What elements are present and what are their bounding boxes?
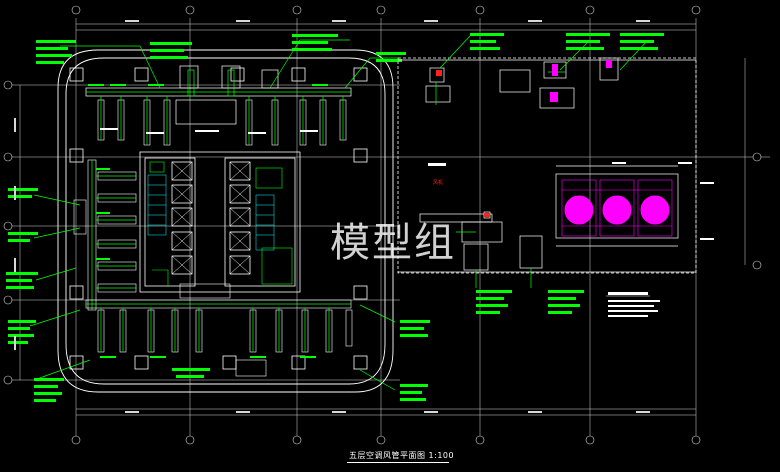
bottom-duct-green	[86, 303, 396, 391]
top-duct-system	[85, 65, 352, 146]
fan-unit	[428, 163, 446, 166]
stairs	[147, 174, 275, 251]
cooling-tower-fan-2	[602, 195, 632, 225]
dimension-ticks	[76, 29, 696, 410]
building-outline	[57, 49, 394, 393]
podium-top-green	[435, 35, 649, 105]
podium-mid-callouts	[476, 290, 584, 314]
left-duct-green	[29, 160, 136, 381]
top-labels-white	[100, 128, 318, 134]
podium-outline	[397, 57, 697, 274]
grid-bubbles	[3, 5, 762, 445]
cooling-tower-fan-3	[640, 195, 670, 225]
drawing-scale: 1:100	[428, 451, 455, 460]
left-callouts	[6, 168, 110, 402]
dimension-texts	[14, 20, 650, 413]
cooling-tower-notes	[606, 292, 660, 317]
bottom-duct-system	[85, 283, 353, 377]
title-underline	[347, 462, 449, 463]
bottom-callouts	[100, 320, 430, 401]
cooling-tower-fans	[564, 195, 670, 225]
cooling-tower-frame	[555, 165, 679, 247]
cooling-tower-grid	[561, 179, 673, 237]
cooling-tower-fan-1	[564, 195, 594, 225]
podium-top-magenta	[550, 60, 612, 102]
top-callouts	[36, 34, 406, 86]
structural-columns	[69, 67, 368, 370]
podium-top-callouts	[470, 33, 664, 50]
drawing-title-text: 五层空调风管平面图	[349, 451, 426, 460]
podium-mid-red	[484, 213, 490, 217]
building-core	[139, 151, 301, 293]
watermark: 模型组	[330, 220, 456, 266]
cooling-tower-dims	[612, 162, 714, 240]
podium-top-ducts	[425, 57, 619, 109]
core-annotations	[149, 161, 293, 286]
podium-top-red	[436, 70, 442, 76]
fan-red-label: 风机	[433, 180, 444, 186]
top-duct-green	[60, 39, 400, 145]
drawing-title: 五层空调风管平面图 1:100	[349, 450, 454, 461]
podium-mid-green	[456, 231, 532, 288]
